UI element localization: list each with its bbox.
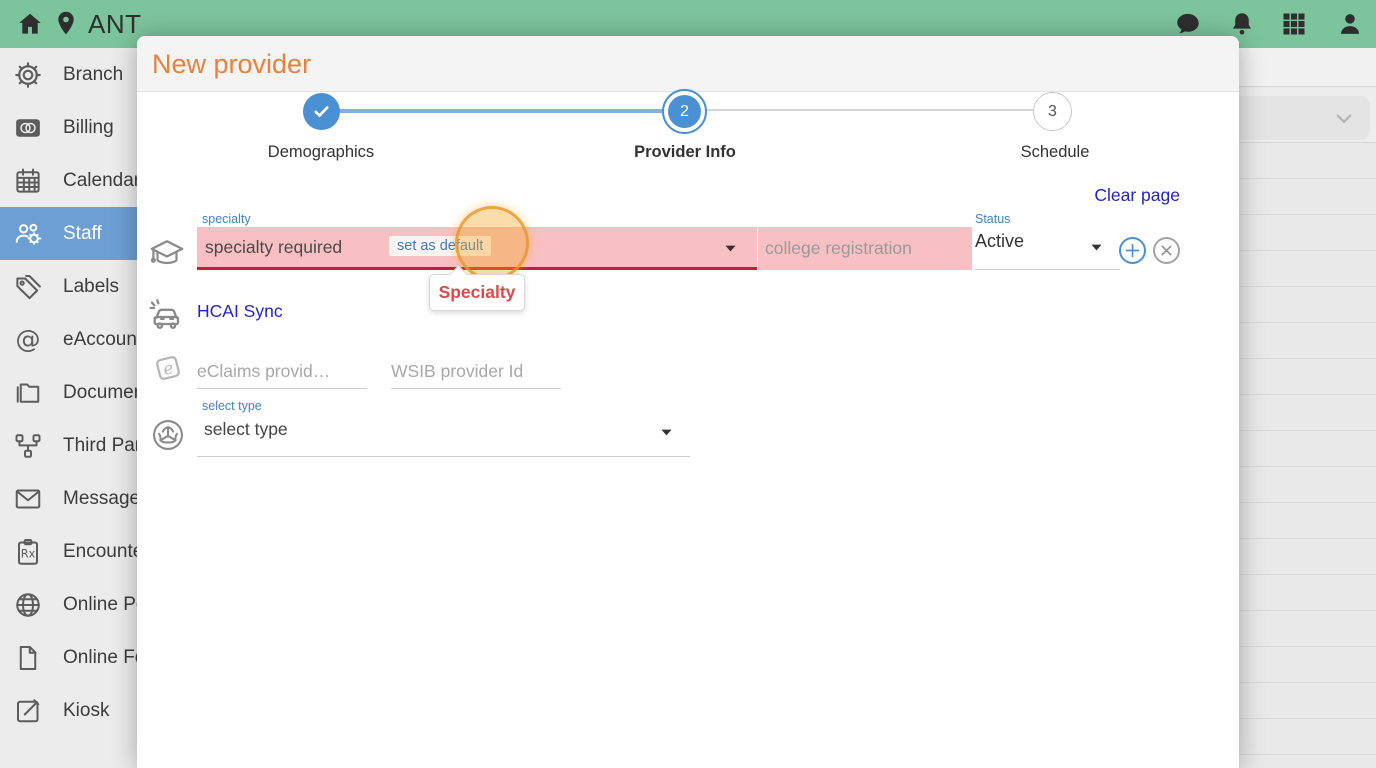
graduation-cap-icon — [148, 234, 186, 272]
specialty-error-tooltip: Specialty — [429, 265, 525, 311]
clipboard-rx-icon: Rx — [13, 537, 43, 567]
tag-icon — [13, 272, 43, 302]
select-type-label: select type — [202, 399, 262, 413]
step-label-provider-info: Provider Info — [634, 143, 736, 161]
step-label-demographics: Demographics — [267, 143, 375, 161]
eclaims-provider-id-input[interactable] — [197, 355, 367, 389]
sidebar-item-billing[interactable]: Billing — [0, 101, 137, 154]
gear-icon — [13, 60, 43, 90]
sidebar-item-label: Branch — [63, 63, 124, 85]
sidebar-item-labels[interactable]: Labels — [0, 260, 137, 313]
stepper-connector-upcoming — [707, 109, 1035, 111]
edit-square-icon — [13, 696, 43, 726]
eclaims-logo-icon: e — [150, 350, 186, 386]
select-type-value[interactable]: select type — [204, 419, 288, 439]
sidebar-item-label: Calendar — [63, 169, 137, 191]
notifications-bell-icon[interactable] — [1228, 10, 1256, 38]
calendar-icon — [13, 166, 43, 196]
sidebar-item-label: Online Portal — [63, 593, 137, 615]
sidebar-item-encounters[interactable]: Rx Encounters — [0, 525, 137, 578]
modal-title: New provider — [152, 49, 312, 79]
svg-text:Rx: Rx — [21, 547, 36, 560]
hcai-sync-link[interactable]: HCAI Sync — [197, 301, 283, 321]
sidebar-item-label: Billing — [63, 116, 114, 138]
tooltip-text: Specialty — [438, 282, 516, 302]
sidebar-item-calendar[interactable]: Calendar — [0, 154, 137, 207]
college-registration-input[interactable] — [758, 227, 972, 270]
clear-page-link[interactable]: Clear page — [1094, 185, 1180, 205]
payment-card-icon — [13, 113, 43, 143]
step-2-provider-info-circle[interactable]: 2 — [668, 95, 701, 128]
file-icon — [13, 643, 43, 673]
trillium-circle-icon — [149, 416, 187, 454]
sidebar-item-label: Third Party — [63, 434, 137, 456]
location-pin-icon[interactable] — [52, 9, 80, 37]
new-provider-modal: New provider 2 3 Demographics Provider I… — [137, 36, 1239, 768]
dropdown-caret-icon — [660, 428, 673, 437]
remove-specialty-button[interactable] — [1153, 237, 1180, 264]
step-1-demographics-circle[interactable] — [303, 93, 340, 130]
sidebar-item-label: Staff — [63, 222, 102, 244]
sidebar-item-label: Messages — [63, 487, 137, 509]
chat-icon[interactable] — [1174, 10, 1202, 38]
sidebar-item-messages[interactable]: Messages — [0, 472, 137, 525]
modal-header: New provider — [137, 36, 1239, 92]
sidebar-item-label: Documents — [63, 381, 137, 403]
car-crash-icon — [146, 294, 186, 334]
home-icon[interactable] — [16, 10, 44, 38]
college-registration-field[interactable] — [758, 227, 972, 270]
status-field-label: Status — [975, 212, 1011, 226]
sidebar-item-label: Kiosk — [63, 699, 110, 721]
at-sign-icon: @ — [13, 324, 43, 355]
plus-icon — [1121, 239, 1144, 262]
sidebar-item-online-forms[interactable]: Online Forms — [0, 631, 137, 684]
check-icon — [311, 106, 332, 126]
network-nodes-icon — [13, 431, 43, 461]
dropdown-caret-icon — [724, 244, 737, 253]
click-highlight-indicator — [455, 206, 529, 280]
chevron-down-icon — [1334, 109, 1354, 129]
sidebar-item-kiosk[interactable]: Kiosk — [0, 684, 137, 737]
sidebar-item-label: Labels — [63, 275, 119, 297]
step-label-schedule: Schedule — [1020, 143, 1090, 161]
apps-grid-icon[interactable] — [1280, 10, 1308, 38]
sidebar-nav: Branch Billing Calendar Staff Labels @ e… — [0, 48, 137, 768]
sidebar-item-eaccounts[interactable]: @ eAccounts — [0, 313, 138, 366]
sidebar-item-branch[interactable]: Branch — [0, 48, 137, 101]
envelope-icon — [13, 484, 43, 514]
sidebar-item-label: eAccounts — [63, 328, 137, 350]
account-icon[interactable] — [1336, 10, 1364, 38]
sidebar-item-staff[interactable]: Staff — [0, 207, 137, 260]
select-type-underline — [197, 456, 690, 457]
step-3-schedule-circle[interactable]: 3 — [1033, 92, 1072, 131]
sidebar-item-third-party[interactable]: Third Party — [0, 419, 137, 472]
globe-icon — [13, 590, 43, 620]
specialty-field-value: specialty required — [205, 237, 343, 257]
folder-icon — [13, 378, 43, 408]
specialty-field-label: specialty — [202, 212, 251, 226]
svg-text:@: @ — [16, 325, 41, 354]
status-underline — [975, 269, 1120, 270]
staff-people-icon — [13, 219, 43, 249]
stepper-connector-done — [339, 109, 665, 113]
close-icon — [1155, 239, 1178, 262]
sidebar-item-label: Online Forms — [63, 646, 137, 668]
sidebar-item-label: Encounters — [63, 540, 137, 562]
sidebar-item-online-portal[interactable]: Online Portal — [0, 578, 137, 631]
dropdown-caret-icon — [1090, 243, 1103, 252]
sidebar-item-documents[interactable]: Documents — [0, 366, 137, 419]
svg-text:e: e — [161, 358, 175, 379]
brand-logo-text: ANT — [88, 9, 142, 39]
wsib-provider-id-input[interactable] — [391, 355, 561, 389]
add-specialty-button[interactable] — [1119, 237, 1146, 264]
status-select-value[interactable]: Active — [975, 231, 1025, 251]
